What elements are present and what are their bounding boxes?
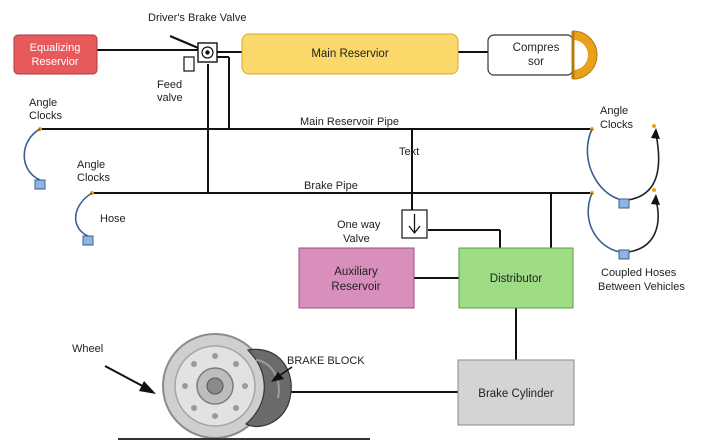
brake-block-pointer-arrow xyxy=(271,372,284,382)
coupled-hose-lower-left xyxy=(587,192,621,253)
angle-clocks-label-3a: Angle xyxy=(600,105,628,117)
coupled-hoses-label-2: Between Vehicles xyxy=(598,281,685,293)
hose-end-coupling xyxy=(618,249,630,260)
compressor-box xyxy=(487,34,574,76)
brake-block-label: BRAKE BLOCK xyxy=(287,355,365,367)
auxiliary-reservoir: Auxiliary Reservoir xyxy=(298,247,415,309)
valve-dial-inner xyxy=(205,50,210,55)
brake-hub-center xyxy=(206,377,224,395)
brake-cylinder-label: Brake Cylinder xyxy=(478,388,554,400)
one-way-valve-arrow-head xyxy=(408,225,421,235)
equalizing-reservoir-box xyxy=(13,34,98,75)
compressor: Compres sor xyxy=(487,30,598,80)
wheel-assembly: Wheel BRAKE BLOCK xyxy=(72,333,370,440)
distributor-label: Distributor xyxy=(490,273,543,285)
main-reservoir-label: Main Reservior xyxy=(311,48,388,60)
one-way-valve: One way Valve xyxy=(337,209,428,245)
equalizing-reservoir-label-2: Reservior xyxy=(31,56,78,68)
hose-end-coupling xyxy=(618,198,630,209)
coupled-hose-upper-right xyxy=(627,133,660,201)
auxiliary-reservoir-label-1: Auxiliary xyxy=(334,266,378,278)
angle-clocks-label-3b: Clocks xyxy=(600,119,634,131)
coupled-hoses-label-1: Coupled Hoses xyxy=(601,267,677,279)
hose-label: Hose xyxy=(100,213,126,225)
angle-clock-joint xyxy=(652,124,656,128)
feed-valve-body xyxy=(183,56,195,72)
drivers-brake-valve: Driver's Brake Valve Feed valve xyxy=(148,12,246,104)
hose-end-coupling xyxy=(82,235,94,246)
angle-clocks-left-top: Angle Clocks xyxy=(23,97,63,190)
angle-clock-hose xyxy=(23,128,41,181)
angle-clocks-label-1a: Angle xyxy=(29,97,57,109)
brake-cylinder: Brake Cylinder xyxy=(457,359,575,426)
angle-clock-hose xyxy=(74,192,93,237)
compressor-label-1: Compres xyxy=(513,42,560,54)
distributor: Distributor xyxy=(458,247,574,309)
wheel-pointer-arrow xyxy=(139,381,156,394)
disc-vent-holes xyxy=(182,353,248,419)
main-reservoir-pipe-label: Main Reservoir Pipe xyxy=(300,116,399,128)
coupled-hose-upper-arrow xyxy=(651,128,660,139)
compressor-cap-inner xyxy=(573,40,588,70)
one-way-valve-label-1: One way xyxy=(337,219,381,231)
auxiliary-reservoir-box xyxy=(298,247,415,309)
hose-end-coupling xyxy=(34,179,46,190)
brake-pipe-label: Brake Pipe xyxy=(304,180,358,192)
auxiliary-reservoir-label-2: Reservoir xyxy=(331,281,380,293)
angle-clocks-label-2b: Clocks xyxy=(77,172,111,184)
text-label: Text xyxy=(399,146,419,158)
equalizing-reservoir-label-1: Equalizing xyxy=(30,42,81,54)
coupled-hose-lower-right xyxy=(627,199,659,253)
angle-clocks-label-2a: Angle xyxy=(77,159,105,171)
angle-clock-joint xyxy=(652,188,656,192)
coupled-hose-upper-left xyxy=(586,128,623,201)
distributor-box xyxy=(458,247,574,309)
coupled-hose-lower-arrow xyxy=(651,194,660,205)
feed-valve-label-2: valve xyxy=(157,92,183,104)
angle-clocks-left-bottom: Angle Clocks Hose xyxy=(74,159,126,246)
brake-cylinder-box xyxy=(457,359,575,426)
angle-clocks-right: Angle Clocks Coupled Hoses Between Vehic… xyxy=(586,105,685,293)
brake-caliper-highlight xyxy=(255,359,280,399)
main-reservoir: Main Reservior xyxy=(241,33,459,75)
main-reservoir-box xyxy=(241,33,459,75)
angle-clocks-label-1b: Clocks xyxy=(29,110,63,122)
wheel-label: Wheel xyxy=(72,343,103,355)
pipes xyxy=(40,49,592,393)
feed-valve-label-1: Feed xyxy=(157,79,182,91)
drivers-brake-valve-label: Driver's Brake Valve xyxy=(148,12,246,24)
compressor-label-2: sor xyxy=(528,56,544,68)
equalizing-reservoir: Equalizing Reservior xyxy=(13,34,98,75)
one-way-valve-label-2: Valve xyxy=(343,233,370,245)
